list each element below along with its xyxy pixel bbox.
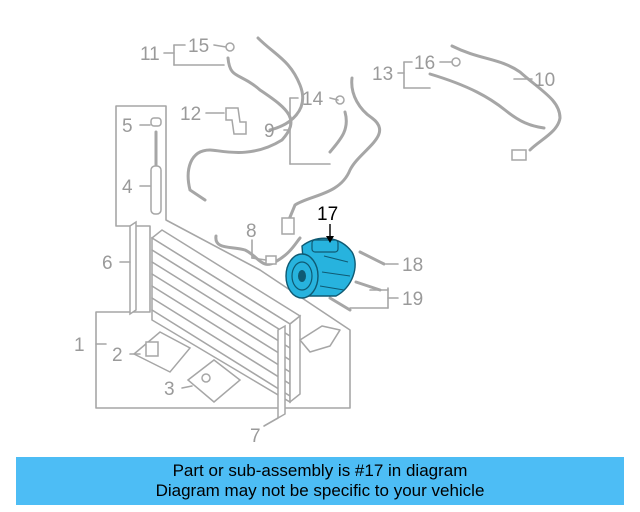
side-seal (129, 220, 137, 316)
callout-17: 17 (317, 204, 338, 225)
part-3-bolt (201, 373, 211, 383)
callout-17-arrowhead (326, 236, 334, 243)
callout-5: 5 (122, 116, 133, 137)
part-2-box (132, 331, 192, 373)
lower-seal (277, 324, 286, 420)
hose-line-upper (256, 36, 305, 132)
fitting-15 (225, 42, 235, 52)
callout-4: 4 (122, 177, 133, 198)
callout-2: 2 (112, 345, 123, 366)
mount-bracket (299, 325, 341, 353)
hose-line-10 (450, 44, 562, 152)
callout-13: 13 (372, 64, 393, 85)
callout-3: 3 (164, 379, 175, 400)
bolt-19b (328, 296, 352, 312)
parts-diagram: 1 2 3 4 5 6 7 8 9 10 11 12 13 14 15 16 1… (74, 36, 562, 447)
callout-15: 15 (188, 36, 209, 57)
banner-line-part: Part or sub-assembly is #17 in diagram (172, 461, 468, 480)
hose-line-8 (214, 234, 302, 266)
callout-1: 1 (74, 335, 85, 356)
condenser (150, 229, 302, 404)
hose-line-13 (428, 72, 546, 130)
info-banner: Part or sub-assembly is #17 in diagram D… (16, 457, 624, 505)
part-3-box (186, 359, 242, 403)
fitting-8b (281, 217, 295, 235)
callout-18: 18 (402, 255, 423, 276)
callout-10: 10 (534, 70, 555, 91)
callout-14: 14 (302, 89, 324, 110)
banner-line-disclaimer: Diagram may not be specific to your vehi… (155, 481, 485, 500)
drier-body (150, 165, 162, 215)
fitting-16 (451, 57, 461, 67)
compressor (285, 237, 356, 299)
callout-12: 12 (180, 104, 201, 125)
callout-8: 8 (246, 221, 257, 242)
callout-19: 19 (402, 289, 423, 310)
bolt-19a (354, 280, 382, 292)
hose-line-11 (186, 56, 293, 202)
callout-16: 16 (414, 53, 435, 74)
callout-9: 9 (264, 121, 275, 142)
fitting-8 (265, 255, 277, 265)
callout-7: 7 (250, 426, 261, 447)
fitting-10 (511, 149, 527, 161)
condenser-group-outline (95, 105, 351, 409)
part-2-block (145, 341, 159, 357)
hose-fitting-9 (328, 110, 348, 154)
hose-line-14 (286, 76, 382, 224)
callout-6: 6 (102, 253, 113, 274)
bracket-12 (225, 107, 247, 135)
callout-11: 11 (140, 44, 160, 65)
leader-lines (95, 44, 533, 427)
bolt-18 (358, 250, 386, 266)
drier-cap (150, 117, 162, 127)
